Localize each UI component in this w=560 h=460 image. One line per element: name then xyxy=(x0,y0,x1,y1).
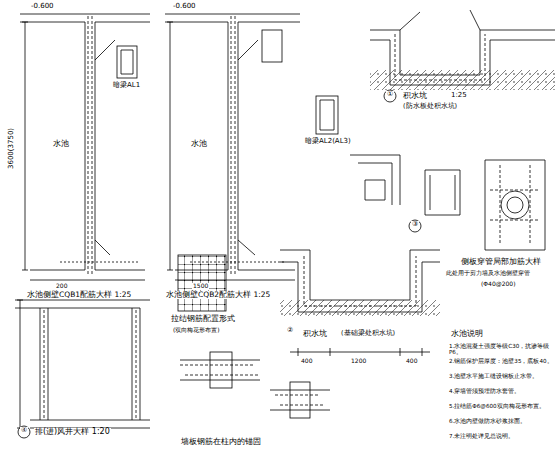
space-label: 水池 xyxy=(52,140,70,149)
elevation-mark: -0.600 xyxy=(172,3,197,11)
callout-number: ④ xyxy=(20,427,28,435)
note-line: 3.池壁水平施工缝设钢板止水带。 xyxy=(448,373,556,379)
dimension: 200 xyxy=(55,283,68,290)
detail-title: 积水坑 xyxy=(402,92,428,101)
detail-title: 拉结钢筋配置形式 xyxy=(170,315,236,323)
scale: 1:25 xyxy=(450,92,468,100)
dimension: 3600(3750) xyxy=(8,127,16,170)
air-shaft-section xyxy=(15,300,150,438)
note-line: 6.水池内壁做防水砂浆抹面。 xyxy=(448,418,556,424)
callout-number: ③ xyxy=(411,221,419,229)
detail-note: 此处用于剪力墙及水池侧壁穿管 xyxy=(445,270,531,277)
anchorage-details xyxy=(180,352,330,418)
detail-note: (基础梁处积水坑) xyxy=(340,330,396,337)
dimension: 1500 xyxy=(192,283,209,290)
wall-section-cqb2 xyxy=(165,14,300,280)
sump-pit-1 xyxy=(370,10,555,102)
detail-3 xyxy=(350,155,460,232)
detail-title: 积水坑 xyxy=(302,330,328,339)
dimension: 400 xyxy=(405,358,418,365)
note-line: 1.水池混凝土强度等级C30，抗渗等级P6。 xyxy=(448,343,556,355)
callout-number: ② xyxy=(286,327,294,335)
note-line: 7.未注明处详见总说明。 xyxy=(448,433,556,439)
detail-title: 排(进)风井大样 1:20 xyxy=(34,428,111,437)
note-line: 5.拉结筋Φ6@600双向梅花形布置。 xyxy=(448,403,556,409)
rebar-spec: (Φ40@200) xyxy=(480,281,517,288)
tie-bar-mesh xyxy=(178,255,226,311)
detail-note: (双向梅花形布置) xyxy=(172,327,221,334)
detail-note: (防水板处积水坑) xyxy=(402,103,458,110)
callout-number: ① xyxy=(386,91,394,99)
note-line: 2.钢筋保护层厚度：池壁35，底板40。 xyxy=(448,358,556,364)
sump-pit-2 xyxy=(280,250,440,356)
beam-label: 暗梁AL1 xyxy=(112,82,141,90)
hidden-beam-section xyxy=(316,96,338,134)
beam-label: 暗梁AL2(AL3) xyxy=(304,138,352,146)
notes-heading: 水池说明 xyxy=(450,330,484,338)
detail-title: 墙板钢筋在柱内的锚固 xyxy=(180,438,262,446)
detail-title: 侧板穿管局部加筋大样 xyxy=(460,258,542,266)
detail-title: 水池侧壁CQB2配筋大样 1:25 xyxy=(165,291,271,299)
detail-title: 水池侧壁CQB1配筋大样 1:25 xyxy=(26,291,132,299)
wall-section-cqb1 xyxy=(20,14,150,280)
pipe-sleeve-detail xyxy=(485,160,545,250)
dimension: 400 xyxy=(300,358,313,365)
space-label: 水池 xyxy=(190,140,208,149)
dimension: 1200 xyxy=(350,358,367,365)
note-line: 4.穿墙管须预埋防水套管。 xyxy=(448,388,556,394)
elevation-mark: -0.600 xyxy=(30,3,55,11)
